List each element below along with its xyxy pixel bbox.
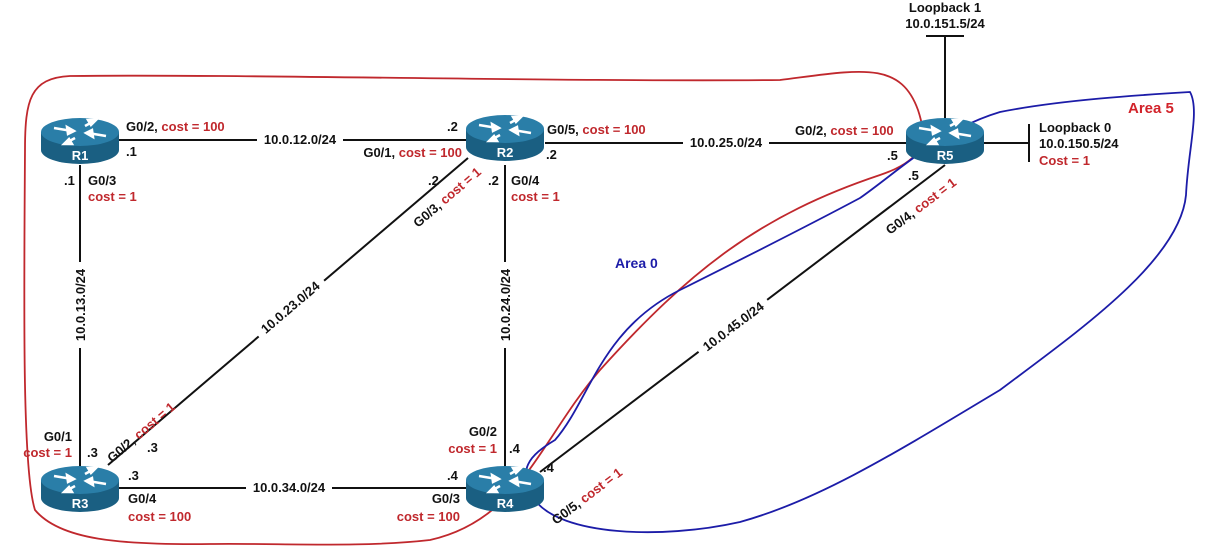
- r3-g01-iface: G0/1: [44, 429, 72, 444]
- r2-g04-cost: cost = 1: [511, 189, 560, 204]
- subnet-label-r1-r3: 10.0.13.0/24: [73, 268, 88, 341]
- r4-g05-label: G0/5, cost = 1: [549, 465, 625, 528]
- r3-g02-ip: .3: [147, 440, 158, 455]
- subnet-label-r3-r4: 10.0.34.0/24: [253, 480, 326, 495]
- router-r1[interactable]: R1: [39, 116, 121, 166]
- router-r5-label: R5: [937, 148, 954, 163]
- r3-g04-cost: cost = 100: [128, 509, 191, 524]
- r5-g02-ip: .5: [887, 148, 898, 163]
- r1-g03-ip: .1: [64, 173, 75, 188]
- subnet-label-r2-r4: 10.0.24.0/24: [498, 268, 513, 341]
- router-r2[interactable]: R2: [464, 113, 546, 163]
- r3-g01-ip: .3: [87, 445, 98, 460]
- subnet-label-r4-r5: 10.0.45.0/24: [700, 298, 767, 354]
- router-r2-label: R2: [497, 145, 514, 160]
- r4-g02-cost: cost = 1: [448, 441, 497, 456]
- r4-g02-ip: .4: [509, 441, 521, 456]
- subnet-label-r1-r2: 10.0.12.0/24: [264, 132, 337, 147]
- loopback0-cost: Cost = 1: [1039, 153, 1090, 168]
- loopback1-ip: 10.0.151.5/24: [905, 16, 985, 31]
- r1-g03-iface: G0/3: [88, 173, 116, 188]
- area5-label: Area 5: [1128, 100, 1174, 117]
- r2-g01-label: G0/1, cost = 100: [363, 145, 462, 160]
- r5-g02-label: G0/2, cost = 100: [795, 123, 894, 138]
- r2-g03-ip: .2: [428, 173, 439, 188]
- r2-g05-label: G0/5, cost = 100: [547, 122, 646, 137]
- router-r3-label: R3: [72, 496, 89, 511]
- router-r4-label: R4: [497, 496, 514, 511]
- router-r3[interactable]: R3: [39, 464, 121, 514]
- loopback0-ip: 10.0.150.5/24: [1039, 136, 1119, 151]
- area0-label: Area 0: [615, 255, 658, 271]
- area5-boundary: [524, 91, 1195, 534]
- r2-g01-ip: .2: [447, 119, 458, 134]
- area0-boundary: [23, 70, 924, 546]
- subnet-label-r2-r5: 10.0.25.0/24: [690, 135, 763, 150]
- r2-g04-ip: .2: [488, 173, 499, 188]
- r1-g02-ip: .1: [126, 144, 137, 159]
- r2-g05-ip: .2: [546, 147, 557, 162]
- r4-g03-cost: cost = 100: [397, 509, 460, 524]
- r1-g03-cost: cost = 1: [88, 189, 137, 204]
- router-r4[interactable]: R4: [464, 464, 546, 514]
- r3-g04-iface: G0/4: [128, 491, 157, 506]
- loopback1-name: Loopback 1: [909, 0, 981, 15]
- r5-g04-ip: .5: [908, 168, 919, 183]
- r4-g05-ip: .4: [543, 460, 555, 475]
- r3-g01-cost: cost = 1: [23, 445, 72, 460]
- subnet-label-r2-r3: 10.0.23.0/24: [258, 278, 323, 337]
- r4-g03-iface: G0/3: [432, 491, 460, 506]
- r1-g02-label: G0/2, cost = 100: [126, 119, 225, 134]
- r2-g04-iface: G0/4: [511, 173, 540, 188]
- router-r5[interactable]: R5: [904, 116, 986, 166]
- r4-g02-iface: G0/2: [469, 424, 497, 439]
- r4-g03-ip: .4: [447, 468, 459, 483]
- r3-g02-label: G0/2, cost = 1: [104, 399, 178, 465]
- loopback0-name: Loopback 0: [1039, 120, 1111, 135]
- r3-g04-ip: .3: [128, 468, 139, 483]
- router-r1-label: R1: [72, 148, 89, 163]
